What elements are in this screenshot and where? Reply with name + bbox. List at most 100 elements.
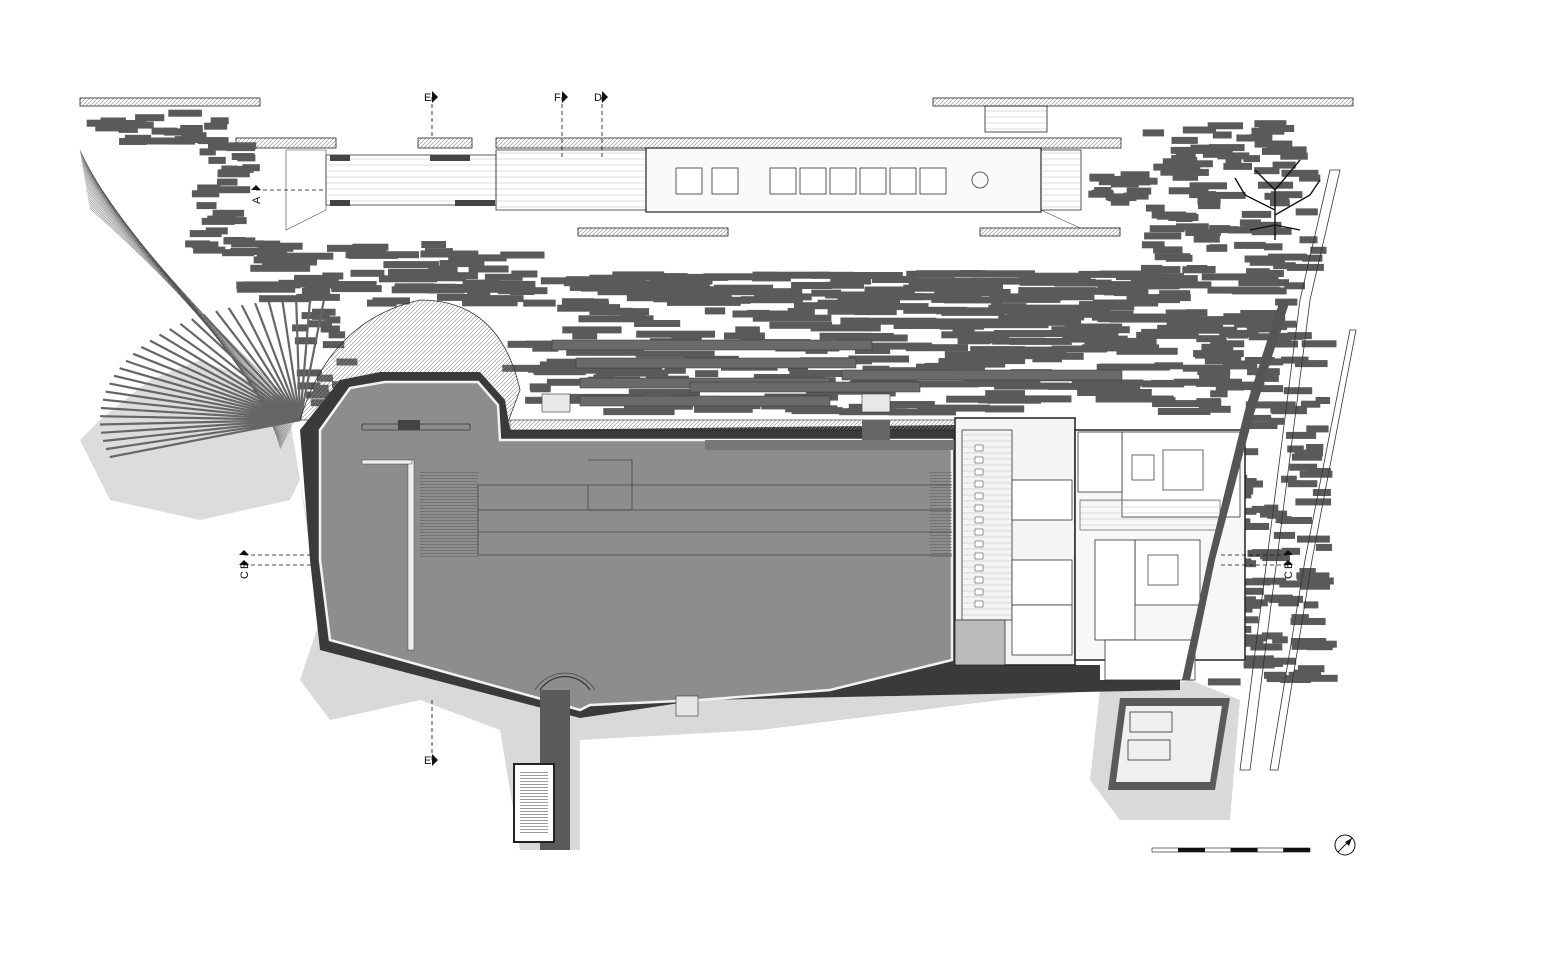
- paver-stone: [462, 299, 518, 307]
- paver-stone: [1228, 226, 1256, 234]
- paver-stone: [866, 401, 935, 408]
- section-marker-letter: C: [239, 571, 251, 579]
- terrace-step: [119, 367, 301, 422]
- paver-stone: [1267, 146, 1307, 154]
- paver-stone: [908, 281, 938, 289]
- paver-stone: [1209, 244, 1227, 252]
- paver-stone: [1271, 191, 1303, 199]
- paver-stone: [1295, 498, 1332, 506]
- paver-stone: [226, 144, 255, 152]
- paver-stone: [1153, 246, 1183, 254]
- right-ramp-wall: [1182, 169, 1357, 771]
- paver-stone: [1037, 352, 1084, 360]
- terrace-step: [227, 307, 301, 421]
- paver-stone: [620, 313, 646, 321]
- paver-stone: [461, 254, 507, 262]
- paver-stone: [1201, 273, 1279, 281]
- terrace-step: [102, 398, 301, 422]
- paver-stone: [1070, 310, 1134, 318]
- paver-stone: [1197, 197, 1221, 205]
- paver-stone: [660, 273, 729, 281]
- paver-stone: [1287, 445, 1304, 453]
- paver-stone: [1268, 253, 1307, 261]
- paver-stone: [794, 302, 861, 310]
- paver-stone: [236, 285, 296, 293]
- paver-stone: [740, 296, 803, 304]
- paver-stone: [1306, 425, 1329, 433]
- locker: [974, 444, 984, 452]
- paver-stone: [1291, 614, 1309, 622]
- scale-bar-segment: [1151, 847, 1179, 853]
- paver-stone: [1232, 639, 1264, 647]
- paver-stone: [1212, 131, 1232, 139]
- paver-stone: [665, 286, 738, 294]
- paver-stone: [562, 298, 594, 306]
- paver-stone: [603, 408, 675, 416]
- paver-stone: [704, 307, 726, 315]
- paver-stone: [231, 240, 264, 248]
- paver-stone: [296, 277, 327, 285]
- section-marker-letter: B: [239, 562, 251, 569]
- terrace-step: [240, 304, 301, 421]
- paver-stone: [606, 308, 650, 316]
- terrace-step: [105, 418, 301, 451]
- scale-bar-segment: [1204, 847, 1232, 853]
- paver-stone: [510, 288, 535, 295]
- paver-stone: [913, 277, 994, 285]
- paver-stone: [952, 325, 975, 333]
- paver-stone: [752, 271, 830, 279]
- paver-stone: [1243, 422, 1278, 429]
- paver-stone: [994, 382, 1070, 390]
- paver-stone: [169, 137, 195, 145]
- paver-stone: [1126, 187, 1152, 195]
- terrace-step: [140, 346, 301, 421]
- paver-stone: [1234, 634, 1267, 642]
- terrace-step: [149, 339, 301, 421]
- paver-stone: [583, 301, 609, 308]
- paver-stone: [915, 363, 952, 371]
- section-marker-letter: E: [424, 92, 431, 104]
- terrace-step: [254, 302, 302, 421]
- paver-stone: [982, 352, 1054, 360]
- paver-stone: [191, 190, 220, 198]
- dining-table: [675, 167, 703, 195]
- paver-stone: [941, 331, 997, 339]
- paver-stone: [1315, 543, 1332, 551]
- paver-stone: [589, 308, 622, 316]
- paver-stone: [850, 377, 917, 385]
- paver-stone: [694, 405, 753, 413]
- paver-stone: [1171, 136, 1198, 144]
- paver-stone: [1264, 140, 1285, 148]
- paver-stone: [1219, 330, 1252, 338]
- paver-stone: [331, 285, 382, 293]
- paver-stone: [1278, 599, 1299, 607]
- paver-stone: [1209, 225, 1231, 233]
- paver-stone: [361, 251, 419, 259]
- paver-stone: [217, 186, 251, 194]
- paver-stone: [101, 121, 131, 128]
- paver-stone: [942, 283, 1003, 291]
- paver-stone: [860, 342, 933, 350]
- paver-stone: [1123, 192, 1149, 200]
- paver-stone: [597, 288, 643, 296]
- paver-stone: [1103, 288, 1133, 296]
- paver-stone: [811, 289, 842, 297]
- paver-stone: [931, 295, 982, 303]
- paver-stone: [635, 350, 715, 358]
- paver-stone: [1165, 309, 1196, 317]
- paver-stone: [1241, 210, 1272, 218]
- paver-stone: [825, 281, 864, 289]
- paver-stone: [1175, 150, 1196, 158]
- paver-stone: [855, 347, 891, 354]
- paver-stone: [986, 396, 1041, 404]
- terrace-step: [101, 418, 301, 434]
- paver-stone: [1196, 335, 1227, 343]
- locker: [974, 600, 984, 608]
- paver-stone: [1207, 122, 1244, 130]
- paver-stone: [789, 369, 817, 377]
- paver-stone: [1207, 678, 1241, 686]
- paver-stone: [959, 270, 981, 278]
- paver-stone: [1238, 507, 1257, 515]
- paver-stone: [1077, 389, 1152, 396]
- section-marker-letter: A: [251, 196, 263, 204]
